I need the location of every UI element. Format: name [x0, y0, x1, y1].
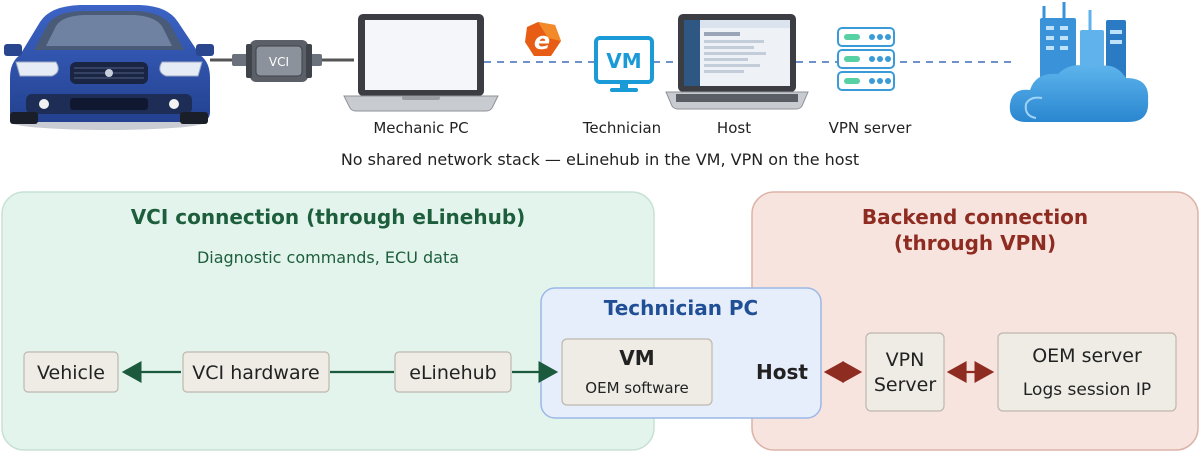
vci-panel-subtitle: Diagnostic commands, ECU data: [197, 248, 459, 267]
mechanic-laptop-icon: [343, 14, 499, 112]
vci-panel-title: VCI connection (through eLinehub): [131, 205, 526, 229]
vci-badge-label: VCI: [269, 55, 289, 69]
cloud-datacenter-icon: [1009, 2, 1149, 122]
host-node-label: Host: [756, 360, 808, 384]
backend-panel-title-line2: (through VPN): [894, 231, 1056, 255]
backend-panel-title-line1: Backend connection: [862, 205, 1088, 229]
oem-server-node-title: OEM server: [1032, 345, 1142, 367]
elinehub-node-label: eLinehub: [409, 362, 496, 384]
technician-label: Technician: [582, 119, 661, 137]
vm-node-subtitle: OEM software: [585, 379, 688, 397]
host-label: Host: [717, 119, 751, 137]
car-icon: [4, 5, 214, 130]
vpn-server-node: [865, 332, 945, 412]
vci-hardware-node-label: VCI hardware: [192, 362, 319, 384]
mechanic-pc-label: Mechanic PC: [373, 119, 468, 137]
vci-device-icon: [246, 40, 312, 82]
vpn-server-icon: [837, 27, 895, 91]
elinehub-logo-letter: e: [534, 27, 550, 55]
vm-node: [561, 338, 713, 406]
host-laptop-icon: [665, 14, 809, 110]
vm-monitor-icon: [594, 36, 654, 92]
vpn-server-node-line2: Server: [874, 374, 936, 396]
oem-server-node: [997, 332, 1177, 412]
elinehub-logo-icon: [525, 22, 561, 56]
vm-node-title: VM: [619, 346, 654, 370]
technician-pc-title: Technician PC: [604, 296, 758, 320]
vpn-server-label: VPN server: [829, 119, 913, 137]
vpn-server-node-line1: VPN: [886, 349, 925, 371]
vci-hardware-node: [182, 351, 330, 393]
oem-server-node-subtitle: Logs session IP: [1023, 380, 1151, 400]
vehicle-node: [23, 351, 119, 393]
vehicle-node-label: Vehicle: [37, 362, 105, 384]
vm-badge-label: VM: [606, 49, 641, 73]
elinehub-node: [394, 351, 512, 393]
diagram-caption: No shared network stack — eLinehub in th…: [341, 150, 859, 169]
